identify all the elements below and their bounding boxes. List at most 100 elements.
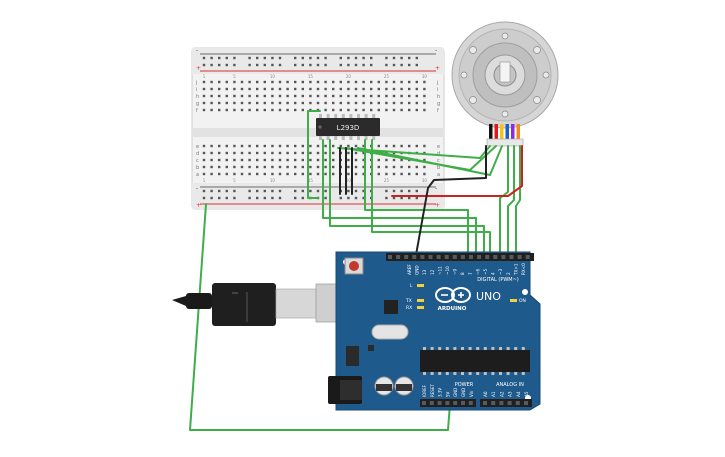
breadboard-hole[interactable] bbox=[392, 80, 396, 84]
breadboard-hole[interactable] bbox=[286, 172, 289, 176]
header-socket[interactable] bbox=[483, 401, 487, 405]
breadboard-hole[interactable] bbox=[233, 101, 236, 105]
rail-hole[interactable] bbox=[339, 196, 342, 200]
breadboard-hole[interactable] bbox=[263, 144, 266, 148]
rail-hole[interactable] bbox=[233, 189, 236, 193]
breadboard-hole[interactable] bbox=[271, 87, 274, 91]
rail-hole[interactable] bbox=[324, 196, 327, 200]
breadboard-hole[interactable] bbox=[400, 94, 403, 98]
breadboard-hole[interactable] bbox=[286, 158, 289, 162]
rail-hole[interactable] bbox=[400, 189, 403, 193]
breadboard-hole[interactable] bbox=[408, 80, 411, 84]
breadboard-hole[interactable] bbox=[408, 87, 411, 91]
breadboard-hole[interactable] bbox=[370, 87, 373, 91]
rail-hole[interactable] bbox=[324, 63, 327, 67]
rail-hole[interactable] bbox=[415, 63, 418, 67]
breadboard-hole[interactable] bbox=[271, 172, 274, 176]
breadboard-hole[interactable] bbox=[225, 144, 228, 148]
rail-hole[interactable] bbox=[392, 56, 396, 60]
breadboard-hole[interactable] bbox=[263, 172, 266, 176]
breadboard-hole[interactable] bbox=[294, 158, 297, 162]
breadboard-hole[interactable] bbox=[324, 87, 327, 91]
rail-hole[interactable] bbox=[263, 56, 266, 60]
rail-hole[interactable] bbox=[248, 63, 251, 67]
breadboard-hole[interactable] bbox=[385, 158, 388, 162]
breadboard-hole[interactable] bbox=[248, 158, 251, 162]
breadboard-hole[interactable] bbox=[400, 165, 403, 169]
breadboard-hole[interactable] bbox=[240, 101, 244, 105]
header-socket[interactable] bbox=[436, 255, 441, 259]
breadboard-hole[interactable] bbox=[202, 165, 206, 169]
breadboard-hole[interactable] bbox=[294, 101, 297, 105]
breadboard-hole[interactable] bbox=[225, 101, 228, 105]
rail-hole[interactable] bbox=[408, 63, 411, 67]
breadboard-hole[interactable] bbox=[202, 101, 206, 105]
header-socket[interactable] bbox=[404, 255, 409, 259]
breadboard-hole[interactable] bbox=[294, 144, 297, 148]
breadboard-hole[interactable] bbox=[210, 80, 213, 84]
breadboard-hole[interactable] bbox=[218, 101, 221, 105]
l293d-chip[interactable]: L293D bbox=[316, 114, 380, 140]
breadboard-hole[interactable] bbox=[248, 151, 251, 155]
breadboard-hole[interactable] bbox=[233, 108, 236, 112]
breadboard-hole[interactable] bbox=[354, 101, 358, 105]
breadboard-hole[interactable] bbox=[370, 94, 373, 98]
breadboard-hole[interactable] bbox=[415, 144, 418, 148]
breadboard-hole[interactable] bbox=[301, 87, 304, 91]
rail-hole[interactable] bbox=[392, 196, 396, 200]
breadboard-hole[interactable] bbox=[423, 144, 426, 148]
breadboard-hole[interactable] bbox=[301, 165, 304, 169]
rail-hole[interactable] bbox=[362, 196, 365, 200]
breadboard-hole[interactable] bbox=[218, 165, 221, 169]
breadboard-hole[interactable] bbox=[324, 172, 327, 176]
rail-hole[interactable] bbox=[408, 196, 411, 200]
breadboard-hole[interactable] bbox=[400, 80, 403, 84]
breadboard-hole[interactable] bbox=[370, 101, 373, 105]
header-socket[interactable] bbox=[461, 401, 465, 405]
header-socket[interactable] bbox=[388, 255, 392, 259]
breadboard-hole[interactable] bbox=[256, 158, 259, 162]
breadboard-hole[interactable] bbox=[423, 165, 426, 169]
breadboard-hole[interactable] bbox=[240, 144, 244, 148]
breadboard-hole[interactable] bbox=[286, 151, 289, 155]
breadboard-hole[interactable] bbox=[324, 94, 327, 98]
breadboard-hole[interactable] bbox=[339, 108, 342, 112]
breadboard-hole[interactable] bbox=[225, 87, 228, 91]
breadboard-hole[interactable] bbox=[240, 172, 244, 176]
breadboard-hole[interactable] bbox=[202, 80, 206, 84]
breadboard-hole[interactable] bbox=[324, 108, 327, 112]
rail-hole[interactable] bbox=[301, 63, 304, 67]
breadboard-hole[interactable] bbox=[286, 144, 289, 148]
wire-green-12[interactable] bbox=[515, 145, 521, 256]
header-socket[interactable] bbox=[499, 401, 504, 405]
breadboard-hole[interactable] bbox=[263, 108, 266, 112]
header-socket[interactable] bbox=[485, 255, 490, 259]
rail-hole[interactable] bbox=[210, 63, 213, 67]
breadboard-hole[interactable] bbox=[423, 151, 426, 155]
breadboard-hole[interactable] bbox=[218, 87, 221, 91]
breadboard-hole[interactable] bbox=[218, 158, 221, 162]
rail-hole[interactable] bbox=[248, 189, 251, 193]
rail-hole[interactable] bbox=[278, 56, 282, 60]
breadboard-hole[interactable] bbox=[392, 101, 396, 105]
breadboard-hole[interactable] bbox=[347, 158, 350, 162]
rail-hole[interactable] bbox=[392, 63, 396, 67]
breadboard-hole[interactable] bbox=[294, 151, 297, 155]
rail-hole[interactable] bbox=[210, 189, 213, 193]
breadboard-hole[interactable] bbox=[385, 87, 388, 91]
rail-hole[interactable] bbox=[278, 189, 282, 193]
rail-hole[interactable] bbox=[339, 56, 342, 60]
breadboard-hole[interactable] bbox=[400, 108, 403, 112]
breadboard-hole[interactable] bbox=[240, 80, 244, 84]
rail-hole[interactable] bbox=[309, 63, 312, 67]
breadboard-hole[interactable] bbox=[256, 94, 259, 98]
rail-hole[interactable] bbox=[362, 189, 365, 193]
breadboard-hole[interactable] bbox=[316, 80, 320, 84]
rail-hole[interactable] bbox=[385, 196, 388, 200]
breadboard-hole[interactable] bbox=[309, 151, 312, 155]
breadboard-hole[interactable] bbox=[392, 108, 396, 112]
breadboard-hole[interactable] bbox=[415, 108, 418, 112]
rail-hole[interactable] bbox=[202, 63, 206, 67]
rail-hole[interactable] bbox=[248, 196, 251, 200]
